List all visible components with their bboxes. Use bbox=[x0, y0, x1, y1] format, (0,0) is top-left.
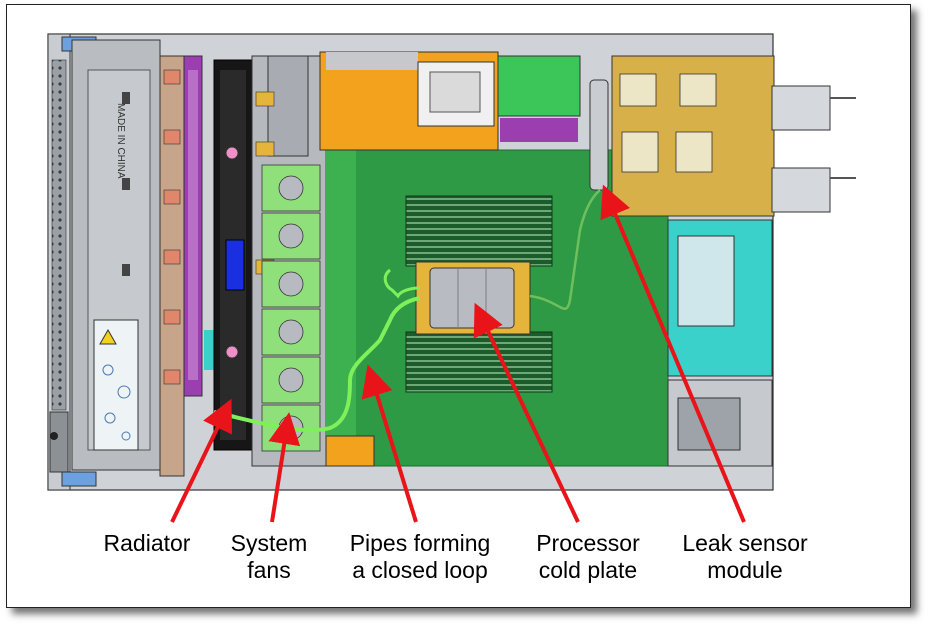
fan-bracket-top bbox=[267, 55, 309, 157]
psu-cutouts bbox=[619, 73, 717, 173]
clips bbox=[163, 69, 181, 385]
arrow-radiator bbox=[170, 398, 232, 523]
purple-bracket-inner bbox=[188, 70, 198, 380]
front-screw bbox=[50, 432, 58, 440]
dimm-bank-top bbox=[405, 195, 553, 267]
board-left-green bbox=[326, 150, 356, 466]
cyan-strip bbox=[204, 330, 214, 370]
label-leak-sensor: Leak sensor module bbox=[666, 530, 824, 584]
arrow-pipes bbox=[361, 364, 418, 523]
made-in-china-text: MADE IN CHINA bbox=[115, 103, 126, 179]
label-graphics bbox=[102, 364, 131, 441]
radiator-blue-block bbox=[225, 239, 245, 291]
psu-connector-2 bbox=[771, 167, 831, 213]
riser-green bbox=[497, 55, 581, 117]
label-system-fans-line1: System bbox=[230, 530, 308, 556]
label-pipes: Pipes forming a closed loop bbox=[334, 530, 506, 584]
arrows bbox=[170, 184, 746, 523]
white-module-inner bbox=[429, 71, 481, 113]
label-leak-sensor-line2: module bbox=[707, 557, 783, 583]
dimm-bank-bottom bbox=[405, 331, 553, 393]
label-system-fans: System fans bbox=[214, 530, 324, 584]
cold-plate bbox=[429, 267, 515, 329]
purple-strip bbox=[500, 118, 578, 142]
label-processor-line1: Processor bbox=[536, 530, 640, 556]
radiator-port-bottom bbox=[225, 345, 239, 359]
leak-sensor-module bbox=[589, 79, 609, 191]
warning-label bbox=[93, 319, 139, 451]
arrow-leak-sensor bbox=[600, 184, 746, 523]
arrow-fans bbox=[268, 412, 301, 523]
front-handle bbox=[49, 411, 69, 473]
label-pipes-line2: a closed loop bbox=[352, 557, 488, 583]
coolant-pipe-upper bbox=[383, 268, 421, 299]
front-grille bbox=[51, 59, 67, 411]
radiator-port-top bbox=[225, 146, 239, 160]
label-processor-line2: cold plate bbox=[538, 557, 638, 583]
label-pipes-line1: Pipes forming bbox=[349, 530, 491, 556]
orange-board-top-grey bbox=[326, 52, 418, 70]
label-radiator-line1: Radiator bbox=[103, 530, 191, 556]
front-tab-bottom bbox=[61, 471, 97, 487]
label-radiator: Radiator bbox=[94, 530, 200, 557]
clip-column bbox=[159, 55, 185, 477]
sensor-pipe bbox=[529, 189, 601, 310]
arrow-processor bbox=[473, 302, 580, 523]
label-leak-sensor-line1: Leak sensor bbox=[682, 530, 808, 556]
warning-icon bbox=[99, 328, 117, 345]
psu-connector-1 bbox=[771, 85, 831, 131]
label-system-fans-line2: fans bbox=[247, 557, 291, 583]
label-processor: Processor cold plate bbox=[520, 530, 656, 584]
orange-board-bottom bbox=[325, 435, 375, 467]
cyan-board-chip bbox=[677, 235, 735, 327]
